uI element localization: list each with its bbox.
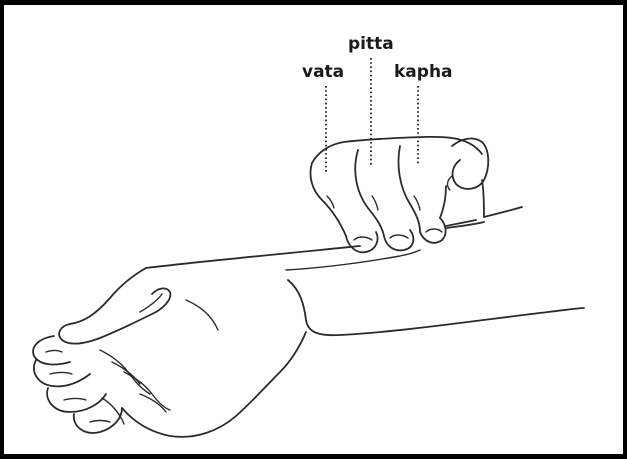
kapha-label: kapha — [394, 62, 453, 82]
pitta-label: pitta — [348, 34, 394, 54]
vata-label: vata — [302, 62, 344, 82]
patient-arm-and-hand — [33, 220, 584, 437]
examiner-hand — [310, 137, 488, 252]
